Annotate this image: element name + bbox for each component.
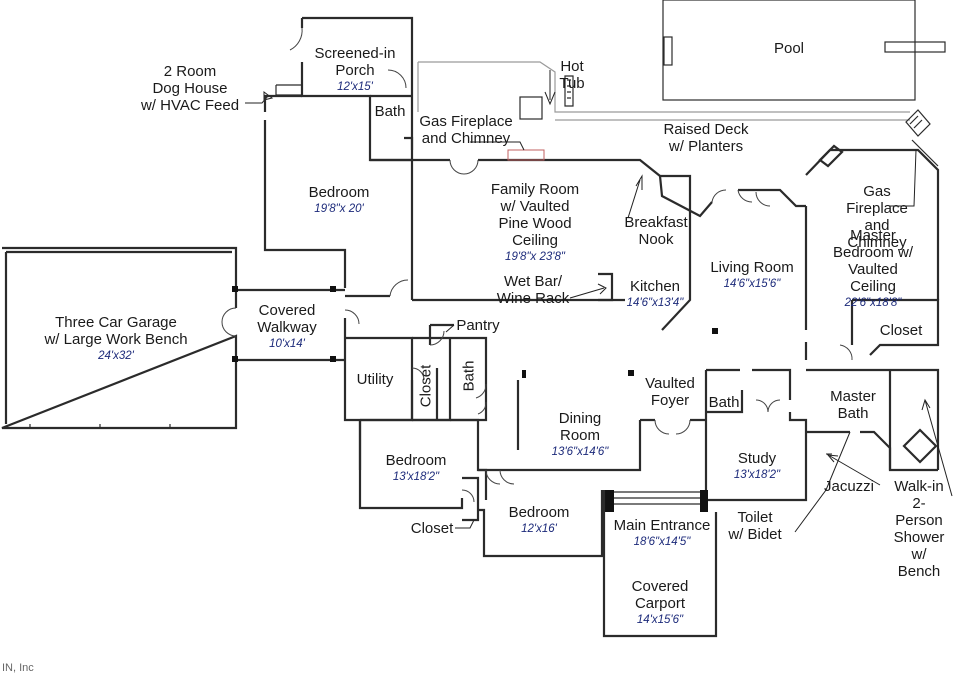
bath-study-label: Bath bbox=[708, 394, 740, 411]
study-walls bbox=[704, 368, 892, 502]
bedroom-walls bbox=[358, 418, 604, 558]
breakfast-nook-label: Breakfast Nook bbox=[624, 214, 688, 248]
closet-utility-label: Closet bbox=[417, 364, 435, 408]
watermark: IN, Inc bbox=[2, 662, 34, 674]
wet-bar-label: Wet Bar/ Wine Rack bbox=[496, 273, 570, 307]
utility-walls bbox=[343, 318, 488, 470]
dog-house bbox=[245, 84, 302, 104]
foyer-dining-walls bbox=[516, 328, 718, 472]
pool-outline bbox=[662, 0, 946, 101]
pantry-label: Pantry bbox=[456, 317, 500, 334]
closet-master-label: Closet bbox=[879, 322, 923, 339]
closet-bedroom-label: Closet bbox=[410, 520, 454, 537]
raised-deck-outline bbox=[417, 61, 939, 167]
hot-tub-label: Hot Tub bbox=[559, 58, 585, 92]
garage-walls bbox=[1, 246, 360, 430]
gas-fireplace-master-label: Gas Fireplace and Chimney bbox=[846, 183, 908, 251]
walk-in-shower-label: Walk-in 2-Person Shower w/ Bench bbox=[893, 478, 945, 580]
entrance-walls bbox=[602, 490, 718, 638]
gas-fireplace-family-label: Gas Fireplace and Chimney bbox=[419, 113, 513, 147]
pool-label: Pool bbox=[773, 40, 805, 57]
toilet-bidet-label: Toilet w/ Bidet bbox=[728, 509, 782, 543]
utility-label: Utility bbox=[356, 371, 394, 388]
bath-mid-label: Bath bbox=[460, 360, 478, 392]
master-bath-label: Master Bath bbox=[830, 388, 876, 422]
raised-deck-label: Raised Deck w/ Planters bbox=[663, 121, 749, 155]
main-walls bbox=[412, 149, 808, 360]
label-leaders bbox=[445, 70, 953, 533]
vaulted-foyer-label: Vaulted Foyer bbox=[645, 375, 695, 409]
family-room-label: Family Room w/ Vaulted Pine Wood Ceiling… bbox=[490, 181, 580, 263]
jacuzzi-label: Jacuzzi bbox=[823, 478, 875, 495]
bath-upper-label: Bath bbox=[374, 103, 406, 120]
dog-house-label: 2 Room Dog House w/ HVAC Feed bbox=[140, 63, 240, 114]
